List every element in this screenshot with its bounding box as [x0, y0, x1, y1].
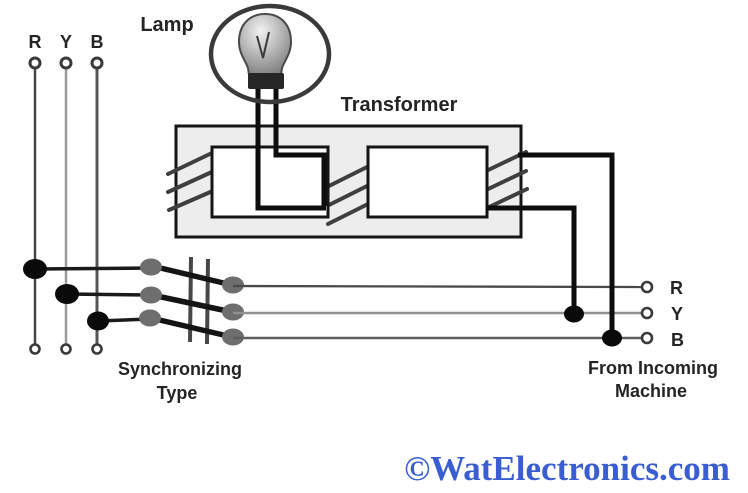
incoming-terminal-y	[640, 306, 654, 320]
transformer-winding-primary	[210, 145, 330, 219]
bus-terminal-bottom-y	[60, 343, 72, 355]
hatch-left-2	[166, 169, 216, 194]
incoming-caption-line2: Machine	[615, 381, 687, 401]
incoming-line-r	[232, 284, 643, 289]
bus-terminal-top-r	[28, 56, 42, 70]
secondary-wire-bottom	[486, 205, 577, 312]
hatch-left-3	[167, 188, 217, 212]
incoming-phase-b-label: B	[671, 330, 684, 350]
bus-terminal-bottom-r	[29, 343, 41, 355]
transformer-winding-secondary	[366, 145, 489, 219]
watermark-text: ©WatElectronics.com	[404, 449, 730, 488]
tap-junction-y	[564, 305, 584, 323]
junction-dot-b	[87, 311, 109, 331]
switch-section: Synchronizing Type	[23, 256, 244, 403]
incoming-terminal-r	[640, 280, 654, 294]
switch-contact-left-r	[140, 258, 162, 276]
switch-blade-r	[149, 263, 235, 288]
bus-terminal-top-b	[90, 56, 104, 70]
junction-dot-y	[55, 284, 79, 304]
switch-contact-right-r	[222, 276, 244, 294]
lamp-ring	[208, 3, 332, 105]
incoming-terminal-b	[640, 331, 654, 345]
incoming-section: R Y B From Incoming Machine	[232, 278, 718, 401]
hatch-middle-3	[326, 201, 372, 226]
switch-stub-r	[34, 266, 152, 271]
lamp-wire-left	[255, 84, 326, 211]
lamp-bulb-icon	[237, 12, 293, 76]
tap-junction-b	[602, 329, 622, 347]
transformer-hatch-middle	[325, 164, 372, 226]
switch-contact-left-b	[139, 309, 161, 327]
hatch-right-2	[482, 169, 528, 193]
lamp-label: Lamp	[140, 14, 193, 36]
hatch-middle-2	[325, 183, 371, 208]
bus-terminal-top-y	[59, 56, 73, 70]
hatch-left-1	[166, 150, 216, 176]
bus-phase-y-label: Y	[60, 32, 72, 52]
bus-terminal-bottom-b	[91, 343, 103, 355]
bus-phase-r-label: R	[29, 32, 42, 52]
busbar-section: R Y B	[28, 32, 104, 355]
lamp-filament	[256, 31, 270, 59]
switch-stub-y	[66, 292, 152, 297]
lamp-section: Lamp	[140, 3, 332, 105]
hatch-middle-1	[325, 164, 371, 189]
switch-blade-b	[148, 315, 235, 340]
junction-dot-r	[23, 259, 47, 279]
incoming-caption-line1: From Incoming	[588, 358, 718, 378]
lamp-wire-right	[273, 84, 327, 206]
transformer-section: Transformer	[166, 84, 622, 347]
bus-phase-b-label: B	[91, 32, 104, 52]
secondary-wire-top	[518, 152, 615, 336]
transformer-hatch-left	[166, 150, 217, 212]
switch-caption-line1: Synchronizing	[118, 359, 242, 379]
switch-caption-line2: Type	[157, 383, 198, 403]
switch-contact-left-y	[140, 286, 162, 304]
switch-blade-y	[149, 292, 235, 315]
transformer-label: Transformer	[341, 94, 458, 116]
lamp-base	[248, 73, 284, 89]
incoming-phase-y-label: Y	[671, 304, 683, 324]
incoming-phase-r-label: R	[670, 278, 683, 298]
